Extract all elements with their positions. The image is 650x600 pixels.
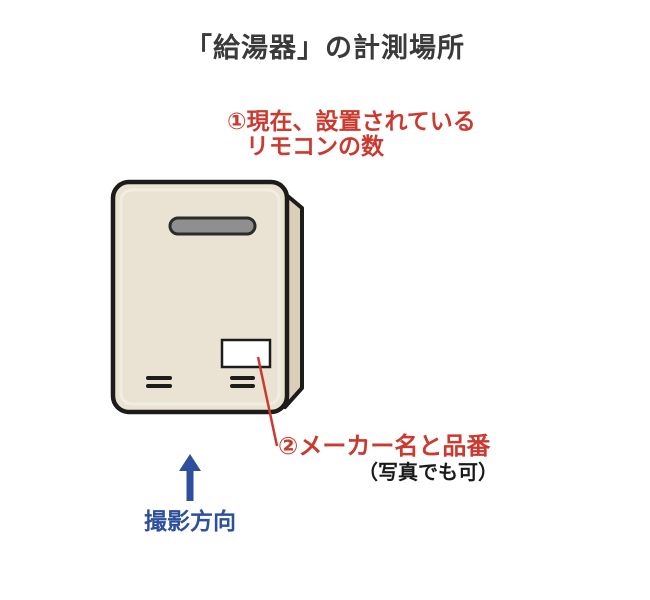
annotation-maker-model: ②メーカー名と品番 （写真でも可）: [278, 434, 498, 486]
exhaust-slot: [168, 216, 257, 236]
annotation-maker-model-label: ②メーカー名と品番: [278, 433, 491, 460]
direction-arrow-icon: [179, 454, 201, 501]
heater-body-highlight: [119, 188, 281, 406]
annotation-photo-note: （写真でも可）: [358, 462, 498, 484]
annotation-remote-count-line2: リモコンの数: [246, 133, 384, 159]
annotation-remote-count-line1: ①現在、設置されている: [227, 108, 476, 134]
annotation-remote-count: ①現在、設置されている リモコンの数: [227, 109, 476, 159]
page-title: 「給湯器」の計測場所: [185, 33, 465, 63]
pointer-line: [256, 356, 279, 447]
vent-slits: [146, 376, 255, 388]
shooting-direction-label: 撮影方向: [144, 508, 236, 534]
model-plate: [220, 338, 272, 369]
